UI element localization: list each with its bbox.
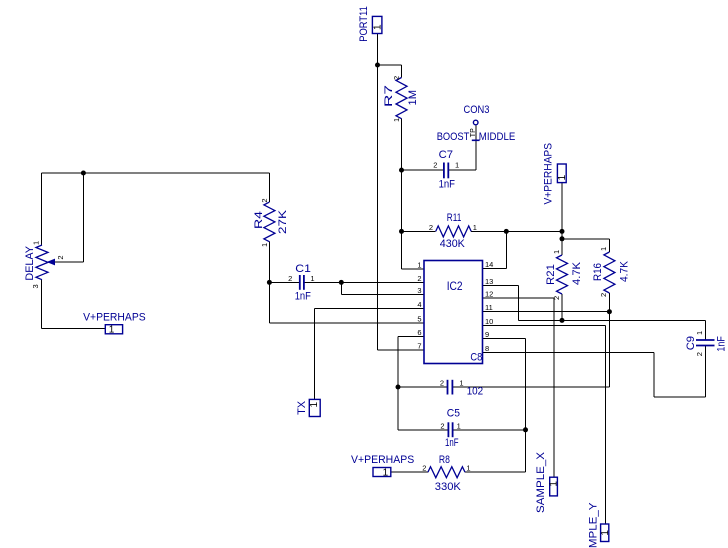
svg-text:1: 1 [457,421,461,430]
svg-text:1: 1 [599,247,608,251]
svg-text:CON3: CON3 [464,104,490,116]
svg-text:2: 2 [392,76,401,80]
svg-text:PORT11: PORT11 [358,6,370,42]
svg-text:5: 5 [417,314,421,323]
svg-text:R21: R21 [545,264,557,285]
svg-text:1nF: 1nF [439,179,456,191]
svg-text:R4: R4 [253,211,265,229]
svg-text:R8: R8 [439,454,450,466]
svg-text:MIDDLE: MIDDLE [479,131,516,143]
svg-text:330K: 330K [435,481,462,493]
svg-text:2: 2 [417,274,421,283]
svg-text:1: 1 [552,250,561,254]
svg-text:430K: 430K [440,238,466,250]
svg-text:6: 6 [417,328,421,337]
svg-text:2: 2 [552,296,561,300]
svg-text:C8: C8 [470,351,482,363]
svg-text:IC2: IC2 [447,279,463,293]
svg-text:DELAY: DELAY [24,245,36,280]
svg-text:C1: C1 [295,263,311,275]
svg-text:C7: C7 [439,149,453,161]
svg-text:1: 1 [417,261,421,270]
svg-text:2: 2 [56,255,65,259]
svg-text:1: 1 [466,464,470,473]
svg-text:R7: R7 [383,85,395,107]
svg-text:1nF: 1nF [445,437,459,449]
svg-text:V+PERHAPS: V+PERHAPS [543,143,555,205]
svg-text:1M: 1M [407,90,419,106]
svg-text:10: 10 [485,317,493,326]
svg-text:1: 1 [383,468,389,479]
svg-text:4.7K: 4.7K [619,260,631,282]
svg-text:C5: C5 [447,408,460,420]
svg-text:SAMPLE_Y: SAMPLE_Y [588,502,600,548]
svg-text:11: 11 [485,303,493,312]
svg-text:1: 1 [109,325,115,336]
svg-text:2: 2 [260,198,269,202]
svg-text:2: 2 [429,223,433,232]
svg-text:TX: TX [296,400,308,415]
svg-text:3: 3 [417,286,421,295]
svg-text:3: 3 [31,284,40,288]
svg-text:1: 1 [459,379,463,388]
svg-text:1nF: 1nF [295,291,311,303]
svg-text:1: 1 [557,174,568,180]
svg-text:13: 13 [485,277,493,286]
svg-text:1nF: 1nF [716,336,728,352]
svg-text:102: 102 [467,386,484,398]
svg-text:R11: R11 [447,212,462,224]
svg-text:V+PERHAPS: V+PERHAPS [351,454,414,466]
svg-text:8: 8 [485,344,489,353]
svg-text:27K: 27K [277,209,289,234]
svg-text:V+PERHAPS: V+PERHAPS [83,312,146,324]
svg-text:SAMPLE_X: SAMPLE_X [535,451,547,513]
svg-text:2: 2 [695,352,704,356]
svg-text:1: 1 [392,118,401,122]
svg-text:BOOST: BOOST [437,131,470,143]
svg-text:2: 2 [422,464,426,473]
svg-text:12: 12 [485,290,493,299]
svg-text:1: 1 [549,481,560,487]
svg-text:1: 1 [600,530,611,536]
svg-text:1: 1 [455,161,459,170]
svg-text:1: 1 [473,223,477,232]
svg-text:C9: C9 [685,336,697,350]
svg-text:1: 1 [695,331,704,335]
svg-text:2: 2 [288,274,292,283]
svg-text:7: 7 [417,342,421,351]
svg-text:R16: R16 [592,263,604,281]
svg-text:4: 4 [417,300,421,309]
svg-text:2: 2 [433,161,437,170]
svg-text:1: 1 [32,241,41,245]
svg-text:1: 1 [260,243,269,247]
svg-text:TP: TP [470,128,477,137]
svg-text:2: 2 [440,421,444,430]
svg-text:1: 1 [373,24,384,30]
svg-text:1: 1 [309,402,320,408]
svg-text:14: 14 [485,260,493,269]
svg-text:2: 2 [440,379,444,388]
svg-text:1: 1 [310,274,314,283]
svg-text:4.7K: 4.7K [571,261,583,285]
svg-text:2: 2 [599,293,608,297]
svg-text:9: 9 [485,330,489,339]
